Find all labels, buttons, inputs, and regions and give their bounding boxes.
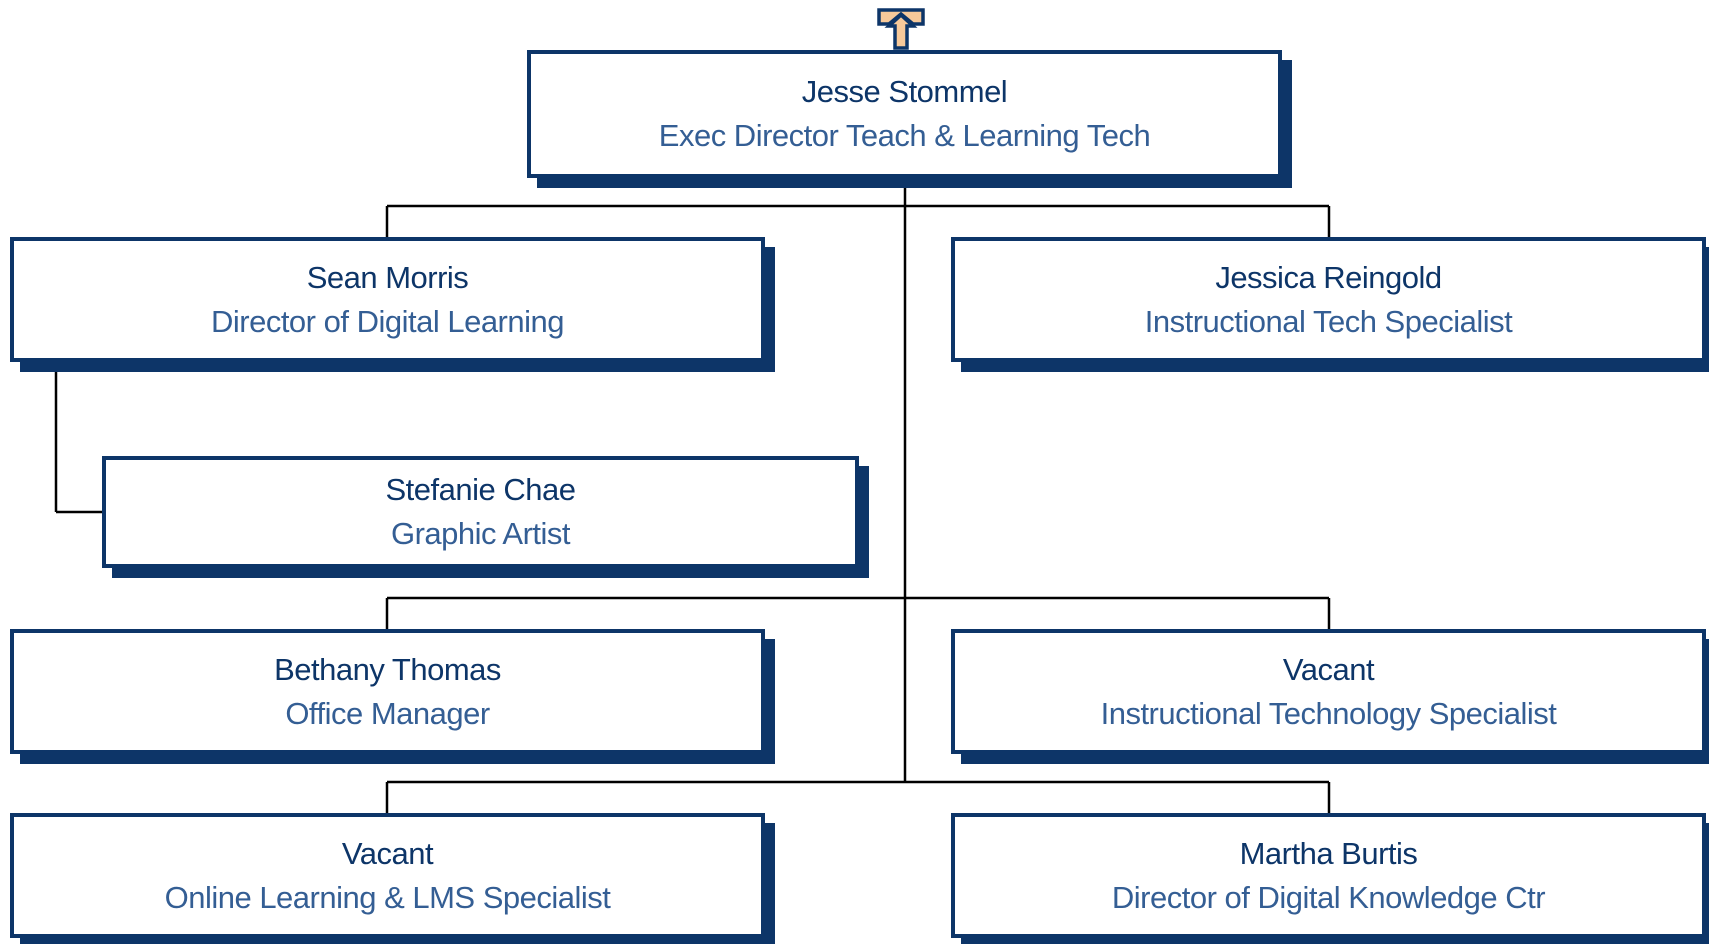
- node-title: Instructional Technology Specialist: [1100, 695, 1557, 731]
- node-name: Jesse Stommel: [801, 74, 1008, 109]
- node-title: Online Learning & LMS Specialist: [164, 879, 611, 915]
- node-box-sean[interactable]: Sean Morris Director of Digital Learning: [10, 237, 765, 362]
- node-name: Vacant: [341, 835, 434, 871]
- node-name: Stefanie Chae: [385, 472, 576, 507]
- node-box-stefanie[interactable]: Stefanie Chae Graphic Artist: [102, 456, 859, 568]
- node-name: Sean Morris: [306, 259, 469, 295]
- node-box-bethany[interactable]: Bethany Thomas Office Manager: [10, 629, 765, 754]
- node-box-jessica[interactable]: Jessica Reingold Instructional Tech Spec…: [951, 237, 1706, 362]
- node-title: Instructional Tech Specialist: [1144, 303, 1513, 339]
- root-node-box[interactable]: Jesse Stommel Exec Director Teach & Lear…: [527, 50, 1282, 178]
- node-title: Office Manager: [285, 695, 490, 731]
- node-name: Jessica Reingold: [1215, 259, 1442, 295]
- node-name: Martha Burtis: [1239, 835, 1418, 871]
- node-title: Director of Digital Learning: [210, 303, 565, 339]
- up-arrow-icon[interactable]: [877, 8, 925, 50]
- node-box-martha[interactable]: Martha Burtis Director of Digital Knowle…: [951, 813, 1706, 938]
- node-title: Exec Director Teach & Learning Tech: [658, 118, 1151, 153]
- node-name: Vacant: [1282, 651, 1375, 687]
- node-title: Graphic Artist: [390, 516, 571, 551]
- node-box-vacant-online[interactable]: Vacant Online Learning & LMS Specialist: [10, 813, 765, 938]
- node-name: Bethany Thomas: [274, 651, 501, 687]
- node-title: Director of Digital Knowledge Ctr: [1111, 879, 1546, 915]
- node-box-vacant-instructional[interactable]: Vacant Instructional Technology Speciali…: [951, 629, 1706, 754]
